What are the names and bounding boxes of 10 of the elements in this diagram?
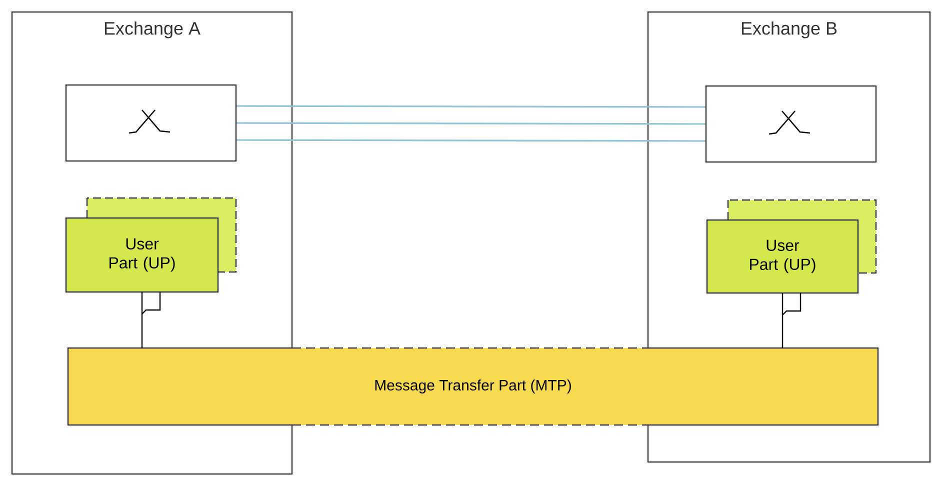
connector-line — [236, 105, 706, 108]
user-part-box: User Part (UP) — [706, 200, 876, 294]
switch-box — [66, 84, 236, 162]
connector-line — [236, 122, 706, 125]
connector-line — [141, 291, 161, 348]
connector-line — [782, 292, 802, 348]
message-transfer-bar: Message Transfer Part (MTP) — [68, 348, 878, 426]
switch-box — [706, 86, 876, 162]
user-part-box: User Part (UP) — [66, 198, 236, 292]
connector-line — [236, 139, 706, 142]
